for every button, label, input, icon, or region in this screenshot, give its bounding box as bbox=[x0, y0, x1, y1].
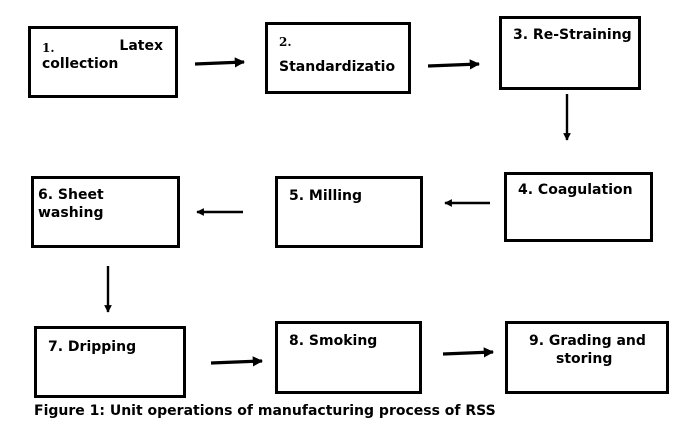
step-6-label-line-1: 6. Sheet bbox=[38, 187, 104, 203]
step-1-label-word-2: collection bbox=[42, 56, 119, 72]
step-5-label: 5. Milling bbox=[289, 188, 363, 204]
step-9-label-line-1: 9. Grading and bbox=[529, 333, 646, 349]
step-9-label-line-2: storing bbox=[556, 351, 613, 367]
step-7-label: 7. Dripping bbox=[48, 339, 137, 355]
step-6-sheet-washing-box: 6. Sheet washing bbox=[31, 176, 180, 248]
step-4-coagulation-box: 4. Coagulation bbox=[504, 172, 653, 242]
arrow-2-to-3 bbox=[427, 59, 481, 70]
step-3-re-straining-box: 3. Re-Straining bbox=[499, 16, 641, 90]
step-9-grading-storing-box: 9. Grading and storing bbox=[505, 321, 669, 394]
step-1-latex-collection-box: 1. Latex collection bbox=[28, 26, 178, 98]
step-1-number: 1. bbox=[42, 41, 55, 55]
step-8-label: 8. Smoking bbox=[289, 333, 378, 349]
step-8-smoking-box: 8. Smoking bbox=[275, 321, 422, 394]
arrow-1-to-2 bbox=[194, 57, 246, 68]
step-6-label-line-2: washing bbox=[38, 205, 104, 221]
step-4-label: 4. Coagulation bbox=[518, 182, 633, 198]
step-2-standardization-box: 2. Standardizatio bbox=[265, 22, 411, 94]
step-1-label-word-1: Latex bbox=[119, 38, 163, 54]
step-3-label: 3. Re-Straining bbox=[513, 27, 632, 43]
figure-caption: Figure 1: Unit operations of manufacturi… bbox=[34, 403, 496, 419]
step-5-milling-box: 5. Milling bbox=[275, 176, 423, 248]
arrow-7-to-8 bbox=[210, 356, 264, 367]
step-7-dripping-box: 7. Dripping bbox=[34, 326, 186, 398]
step-2-number: 2. bbox=[279, 35, 292, 49]
step-2-label: Standardizatio bbox=[279, 59, 396, 75]
arrow-8-to-9 bbox=[442, 347, 495, 358]
